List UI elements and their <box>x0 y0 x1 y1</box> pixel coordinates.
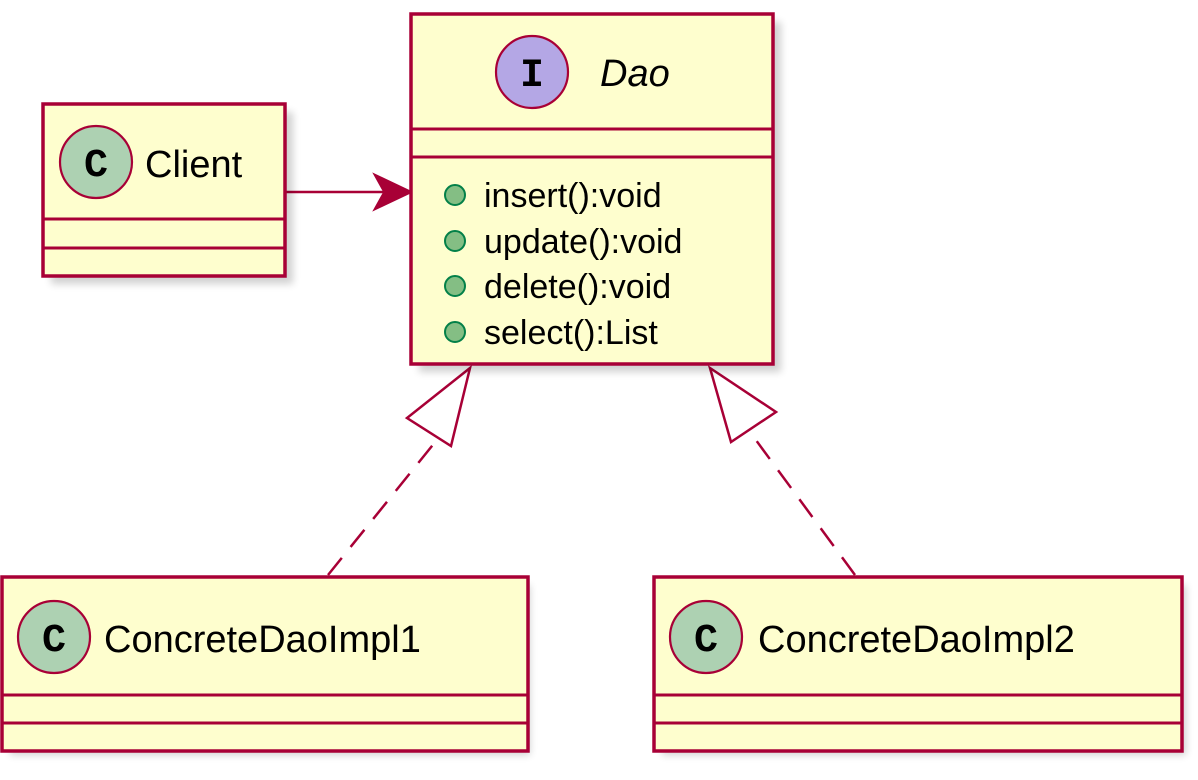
public-visibility-icon <box>444 275 466 297</box>
method-row: select():List <box>444 314 658 352</box>
class-badge-letter: C <box>84 144 108 189</box>
interface-dao[interactable]: I Dao insert():void update():void delete… <box>409 12 781 372</box>
arrowhead-icon <box>372 172 414 212</box>
method-row: update():void <box>444 223 682 261</box>
public-visibility-icon <box>444 321 466 343</box>
method-update: update():void <box>484 223 682 261</box>
method-delete: delete():void <box>484 268 671 306</box>
interface-name-dao: Dao <box>600 53 670 95</box>
class-badge-letter: C <box>694 619 718 664</box>
class-badge-icon <box>668 599 744 675</box>
class-concrete-dao-impl1[interactable]: C ConcreteDaoImpl1 <box>0 575 530 755</box>
method-select: select():List <box>484 314 658 352</box>
class-badge-icon <box>16 599 92 675</box>
interface-badge-letter: I <box>520 54 544 99</box>
method-insert: insert():void <box>484 177 662 215</box>
public-visibility-icon <box>444 230 466 252</box>
realization-impl1-dao <box>327 364 473 576</box>
class-name-client: Client <box>145 144 243 186</box>
realization-triangle-icon <box>404 364 473 448</box>
public-visibility-icon <box>444 184 466 206</box>
class-concrete-dao-impl2[interactable]: C ConcreteDaoImpl2 <box>652 575 1186 755</box>
class-name-impl1: ConcreteDaoImpl1 <box>104 619 421 661</box>
class-badge-icon <box>58 124 134 200</box>
class-client[interactable]: C Client <box>41 102 293 284</box>
interface-badge-icon <box>494 34 570 110</box>
class-badge-letter: C <box>42 619 66 664</box>
realization-triangle-icon <box>707 365 779 444</box>
method-row: insert():void <box>444 177 662 215</box>
class-name-impl2: ConcreteDaoImpl2 <box>758 619 1075 661</box>
method-row: delete():void <box>444 268 671 306</box>
realization-impl2-dao <box>707 365 857 576</box>
association-client-dao <box>286 172 414 212</box>
